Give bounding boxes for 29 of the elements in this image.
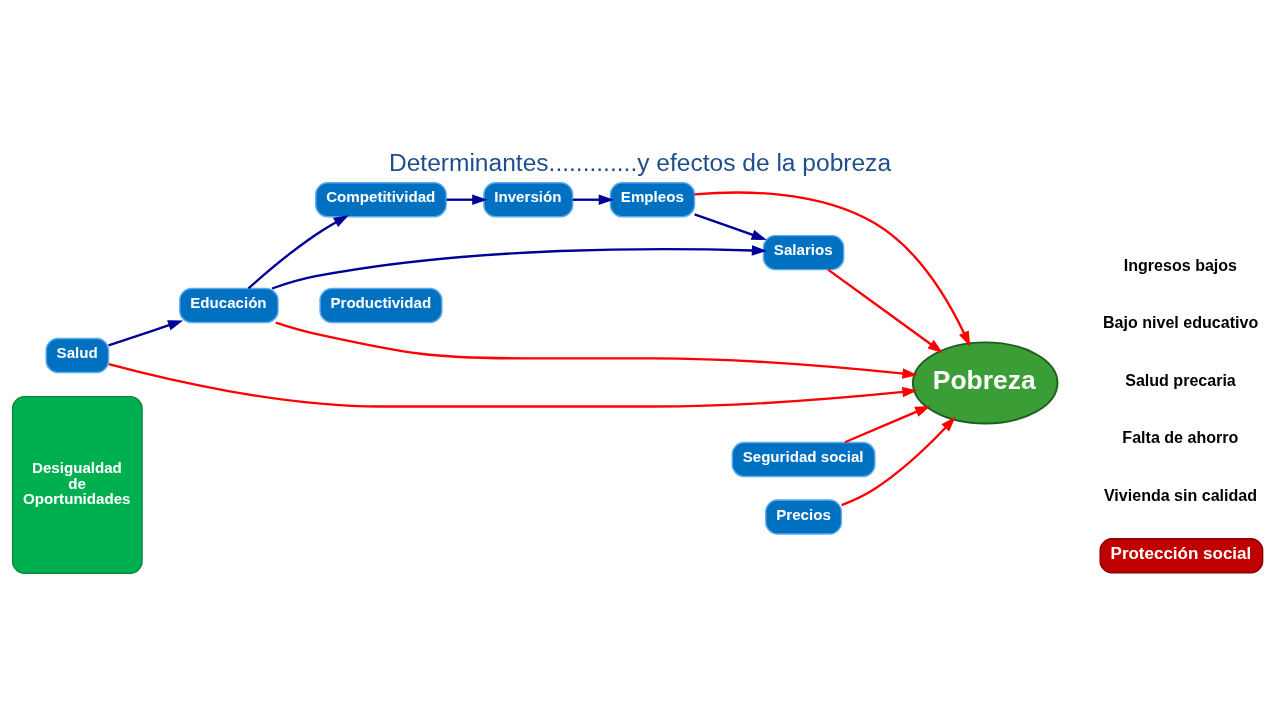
node-box: Inversión xyxy=(483,181,574,217)
label: Falta de ahorro xyxy=(1122,427,1239,446)
label: Ingresos bajos xyxy=(1123,255,1238,274)
arrow xyxy=(247,214,349,289)
node-box: Productividad xyxy=(319,287,443,323)
node-box: Educación xyxy=(179,287,279,323)
arrow xyxy=(572,193,614,205)
arrow xyxy=(108,319,184,347)
diagram-title: Determinantes.............y efectos de la pobreza xyxy=(388,148,892,176)
label: Bajo nivel educativo xyxy=(1103,312,1259,331)
node-box: Desigualdad de Oportunidades xyxy=(11,395,143,574)
arrow xyxy=(108,362,918,408)
arrow xyxy=(844,405,931,443)
node-box: Protección social xyxy=(1099,537,1264,573)
node-box: Seguridad social xyxy=(731,441,876,477)
arrow xyxy=(275,320,918,379)
node-box: Empleos xyxy=(609,181,696,217)
arrow xyxy=(271,244,767,290)
arrow xyxy=(827,268,943,353)
node-box: Competitividad xyxy=(315,181,447,217)
arrow xyxy=(694,212,767,240)
arrow xyxy=(446,193,488,205)
node-box: Precios xyxy=(765,498,843,535)
node-box: Salud xyxy=(45,337,110,373)
label: Vivienda sin calidad xyxy=(1103,485,1258,504)
label: Salud precaria xyxy=(1125,370,1236,389)
node-box: Salarios xyxy=(762,234,845,270)
arrow xyxy=(841,416,956,506)
arrow xyxy=(694,190,971,347)
